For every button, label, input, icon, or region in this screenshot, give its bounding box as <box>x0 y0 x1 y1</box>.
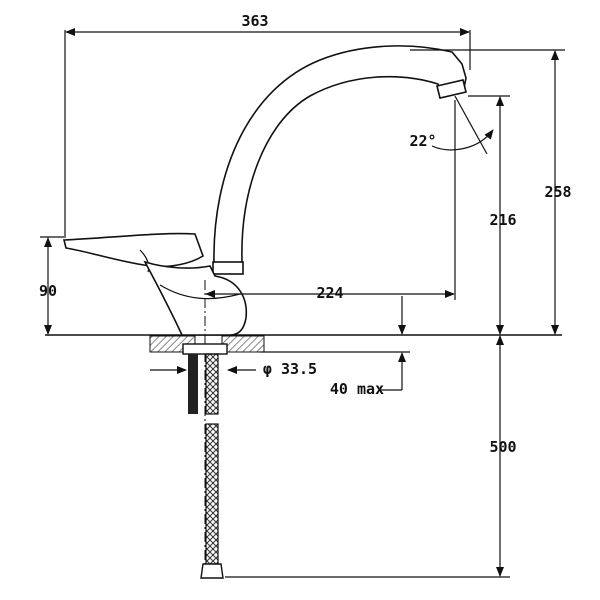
threaded-stud <box>188 354 198 414</box>
fixing-hardware <box>182 343 228 579</box>
dimension-hose-length: 500 <box>225 335 517 578</box>
hose-length-label: 500 <box>489 438 516 456</box>
countertop-section-right <box>221 335 265 353</box>
spout-reach-label: 224 <box>316 284 343 302</box>
aerator <box>436 79 467 99</box>
spout-angle-label: 22° <box>409 132 436 150</box>
dimension-counter-thickness: 40 max <box>260 296 410 398</box>
mixer-body <box>143 260 248 336</box>
dimension-total-height: 258 <box>410 49 572 335</box>
total-width-label: 363 <box>241 12 268 30</box>
dimension-handle-height: 90 <box>39 236 64 335</box>
hose-upper <box>205 353 219 415</box>
hose-lower <box>205 423 219 565</box>
spout <box>213 45 467 266</box>
fixing-nut <box>182 343 228 355</box>
handle-height-label: 90 <box>39 282 57 300</box>
thread-diameter-label: φ 33.5 <box>263 360 317 378</box>
dimension-spout-reach: 224 <box>205 100 456 302</box>
hose-end-nut <box>200 563 224 579</box>
countertop <box>45 334 562 353</box>
total-height-label: 258 <box>544 183 571 201</box>
dimension-spout-height: 216 <box>468 95 517 335</box>
counter-thickness-label: 40 max <box>330 380 384 398</box>
dimension-thread-diameter: φ 33.5 <box>150 360 317 378</box>
dimension-spout-angle: 22° <box>409 95 494 155</box>
spout-base-ring <box>212 261 244 275</box>
spout-height-label: 216 <box>489 211 516 229</box>
lever-handle <box>62 232 204 268</box>
faucet-body <box>62 45 467 336</box>
